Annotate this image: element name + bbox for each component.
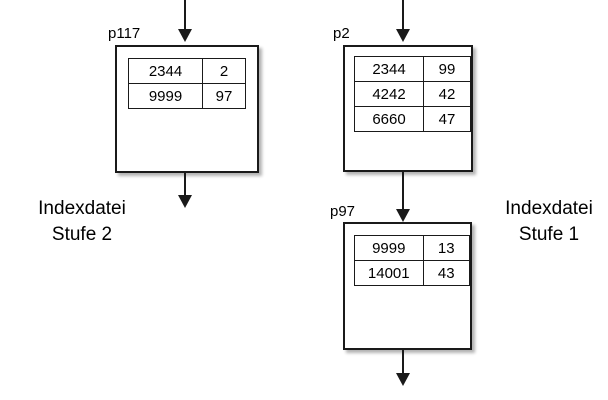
entry-key: 9999 bbox=[128, 83, 203, 109]
table-row: 2344 2 bbox=[128, 58, 246, 84]
caption-line-2: Stufe 2 bbox=[51, 224, 113, 245]
entry-pointer: 47 bbox=[423, 106, 471, 132]
entry-key: 2344 bbox=[128, 58, 203, 84]
entry-key: 14001 bbox=[354, 260, 424, 286]
page-label-p117: p117 bbox=[108, 25, 141, 42]
arrow-head bbox=[396, 209, 410, 222]
arrow-out-of-p97 bbox=[396, 350, 410, 386]
caption-line-1: Indexdatei bbox=[38, 198, 126, 219]
entry-pointer: 42 bbox=[423, 81, 471, 107]
arrow-shaft bbox=[402, 172, 404, 210]
entry-table-p117: 2344 2 9999 97 bbox=[128, 58, 246, 109]
arrow-shaft bbox=[184, 173, 186, 196]
page-box-p2: 2344 99 4242 42 6660 47 bbox=[343, 45, 473, 172]
entry-table-p2: 2344 99 4242 42 6660 47 bbox=[354, 56, 471, 132]
arrow-head bbox=[178, 195, 192, 208]
caption-line-1: Indexdatei bbox=[505, 198, 593, 219]
caption-level-2: Indexdatei Stufe 2 bbox=[12, 196, 152, 248]
table-row: 4242 42 bbox=[354, 81, 471, 107]
page-box-p97: 9999 13 14001 43 bbox=[343, 222, 472, 350]
entry-pointer: 99 bbox=[423, 56, 471, 82]
arrow-head bbox=[396, 29, 410, 42]
table-row: 14001 43 bbox=[354, 260, 471, 286]
arrow-shaft bbox=[184, 0, 186, 30]
entry-table-p97: 9999 13 14001 43 bbox=[354, 235, 471, 286]
arrow-out-of-p117 bbox=[178, 173, 192, 208]
arrow-shaft bbox=[402, 350, 404, 374]
entry-key: 2344 bbox=[354, 56, 424, 82]
page-box-p117: 2344 2 9999 97 bbox=[115, 45, 259, 173]
entry-key: 9999 bbox=[354, 235, 424, 261]
arrow-into-p2 bbox=[396, 0, 410, 42]
entry-key: 4242 bbox=[354, 81, 424, 107]
arrow-p2-to-p97 bbox=[396, 172, 410, 222]
caption-level-1: Indexdatei Stufe 1 bbox=[490, 196, 608, 248]
table-row: 9999 13 bbox=[354, 235, 471, 261]
table-row: 9999 97 bbox=[128, 83, 246, 109]
caption-line-2: Stufe 1 bbox=[518, 224, 580, 245]
arrow-head bbox=[396, 373, 410, 386]
page-label-p97: p97 bbox=[330, 203, 356, 220]
arrow-shaft bbox=[402, 0, 404, 30]
table-row: 2344 99 bbox=[354, 56, 471, 82]
entry-key: 6660 bbox=[354, 106, 424, 132]
arrow-head bbox=[178, 29, 192, 42]
table-row: 6660 47 bbox=[354, 106, 471, 132]
entry-pointer: 43 bbox=[422, 260, 471, 286]
arrow-into-p117 bbox=[178, 0, 192, 42]
entry-pointer: 2 bbox=[202, 58, 246, 84]
entry-pointer: 97 bbox=[202, 83, 246, 109]
entry-pointer: 13 bbox=[422, 235, 471, 261]
page-label-p2: p2 bbox=[333, 25, 350, 42]
